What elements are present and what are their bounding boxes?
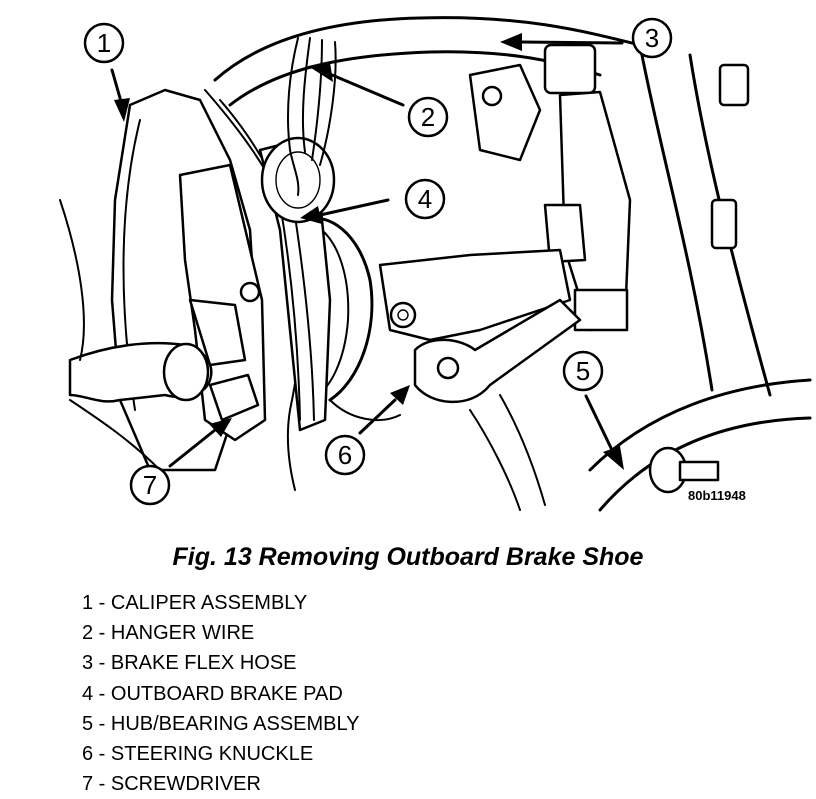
legend-item: 3 - BRAKE FLEX HOSE [82,652,297,675]
svg-text:2: 2 [421,102,435,132]
legend-item: 4 - OUTBOARD BRAKE PAD [82,682,343,705]
screwdriver-hand-drawing [59,199,260,471]
callout-3: 3 [631,17,673,59]
callout-4: 4 [404,178,446,220]
brake-shoe-illustration: 1 2 3 4 5 6 7 80b11948 [59,16,812,512]
svg-text:6: 6 [338,440,352,470]
rotor-drawing [298,216,401,421]
svg-text:4: 4 [418,184,432,214]
legend-item: 2 - HANGER WIRE [82,622,255,645]
svg-text:3: 3 [645,23,659,53]
figure-caption: Fig. 13 Removing Outboard Brake Shoe [172,543,644,571]
callout-6: 6 [324,434,366,476]
callout-5: 5 [562,350,604,392]
callout-1: 1 [83,22,125,64]
reference-code: 80b11948 [688,488,746,503]
callout-7: 7 [129,464,171,506]
legend-list: 1 - CALIPER ASSEMBLY 2 - HANGER WIRE 3 -… [82,588,360,799]
legend-item: 6 - STEERING KNUCKLE [82,742,314,765]
callout-2: 2 [407,96,449,138]
legend-item: 5 - HUB/BEARING ASSEMBLY [82,712,360,735]
svg-text:7: 7 [143,470,157,500]
svg-text:1: 1 [97,28,111,58]
legend-item: 1 - CALIPER ASSEMBLY [82,592,308,614]
callout-arrows [110,33,624,470]
brake-flex-hose-drawing [213,16,642,332]
steering-knuckle-drawing [378,248,582,404]
hanger-wire-drawing [286,37,337,196]
legend-item: 7 - SCREWDRIVER [82,773,261,796]
svg-text:5: 5 [576,356,590,386]
